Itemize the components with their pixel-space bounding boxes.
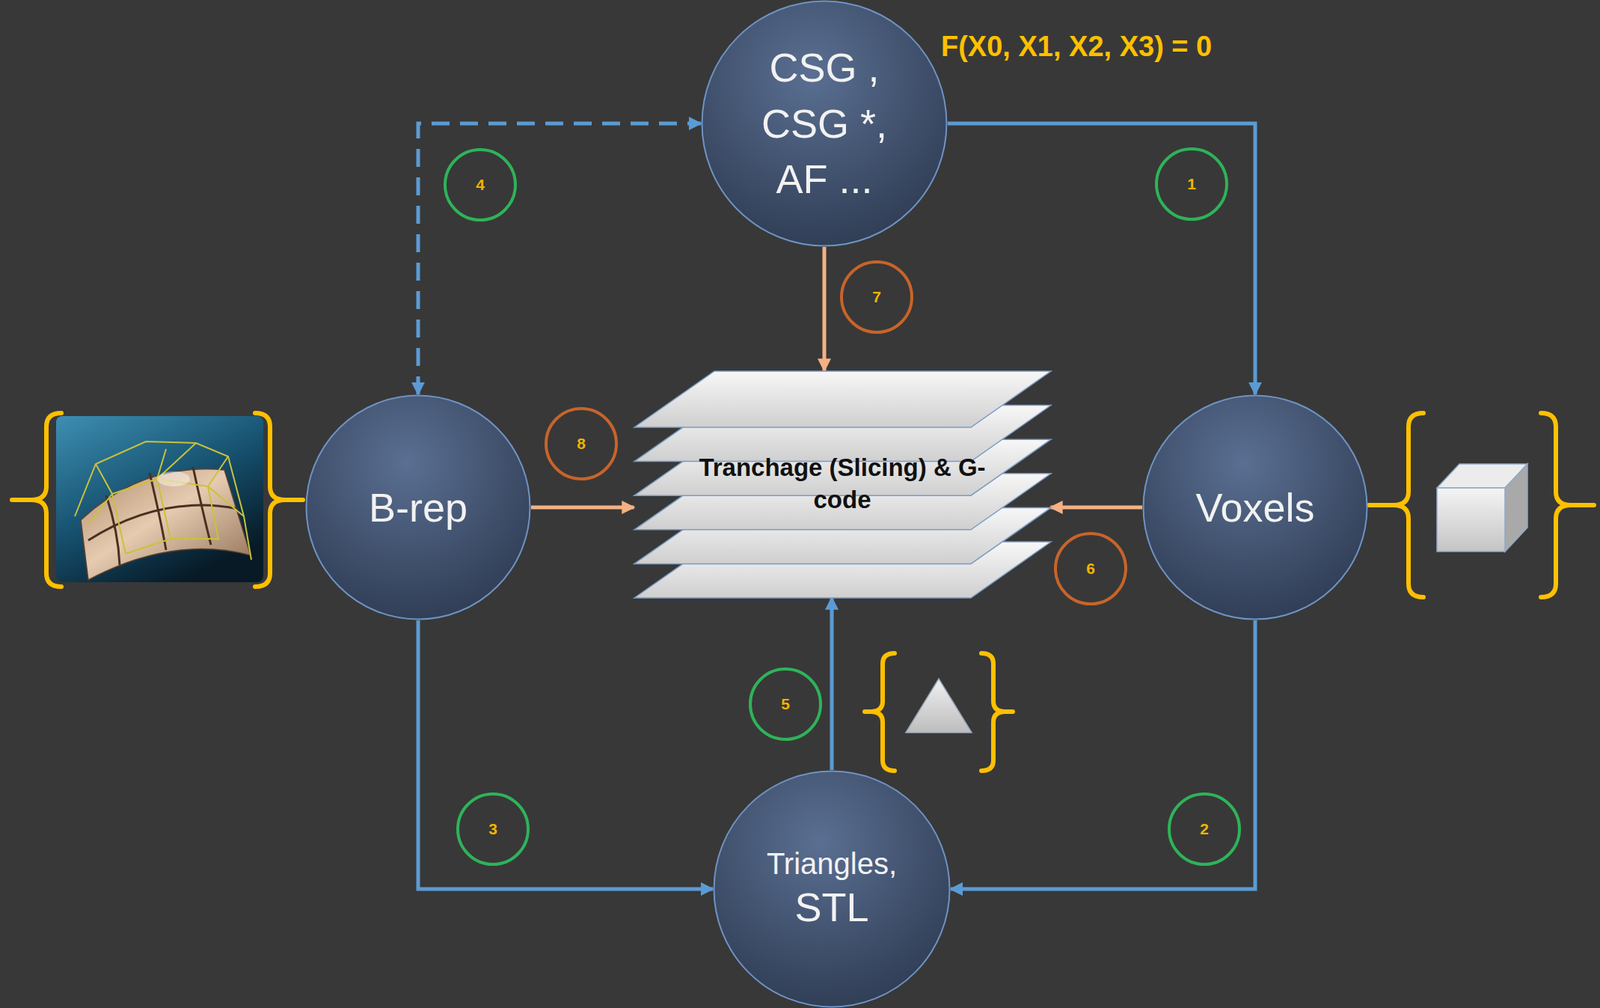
callout-number: 6	[1086, 559, 1096, 578]
node-text: Triangles,	[766, 844, 897, 882]
equation-label: F(X0, X1, X2, X3) = 0	[941, 30, 1212, 63]
callout-ring: 8	[544, 406, 618, 481]
connector	[418, 123, 701, 395]
connector	[947, 123, 1256, 395]
slice-stack: Tranchage (Slicing) & G-code	[634, 371, 1051, 598]
callout-ring: 5	[748, 667, 823, 741]
callout-ring: 4	[443, 148, 517, 222]
format-circle: Triangles,STL	[712, 769, 951, 1008]
callout-number: 4	[475, 175, 485, 194]
slice-plates	[634, 371, 1051, 598]
node-text: Tranchage (Slicing) & G-code	[692, 451, 992, 517]
callout-number: 3	[488, 819, 498, 838]
brep-illustration	[56, 415, 264, 582]
callout-ring: 1	[1154, 147, 1229, 221]
callout-number: 1	[1187, 175, 1197, 193]
connector	[822, 246, 826, 372]
connector	[531, 505, 635, 510]
callout-ring: 3	[456, 792, 530, 866]
callout-number: 5	[780, 694, 790, 713]
node-text: B-rep	[368, 483, 468, 532]
callout-ring: 7	[840, 260, 914, 334]
format-circle: Voxels	[1142, 394, 1369, 621]
voxel-cube	[1436, 463, 1528, 552]
node-text: CSG , CSG *, AF ...	[749, 39, 900, 208]
callout-number: 2	[1199, 819, 1209, 838]
connector	[950, 620, 1256, 889]
callout-ring: 2	[1167, 792, 1241, 866]
format-circle: CSG , CSG *, AF ...	[700, 0, 948, 247]
connector	[1050, 505, 1143, 510]
callout-ring: 6	[1053, 531, 1128, 606]
equation-text: F(X0, X1, X2, X3) = 0	[941, 30, 1212, 63]
format-circle: B-rep	[305, 394, 532, 621]
connector	[418, 620, 713, 889]
callout-number: 8	[576, 434, 586, 453]
triangle-symbol	[905, 678, 972, 733]
connector	[830, 597, 835, 771]
node-text: Voxels	[1195, 483, 1315, 532]
node-text: STL	[794, 881, 869, 933]
callout-number: 7	[872, 287, 882, 306]
